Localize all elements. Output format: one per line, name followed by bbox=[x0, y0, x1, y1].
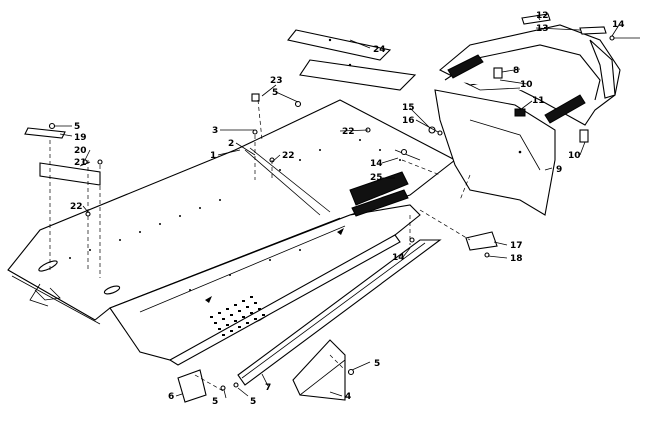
callout-11: 11 bbox=[532, 96, 545, 106]
callout-23: 23 bbox=[270, 76, 283, 86]
taillight-part bbox=[349, 148, 421, 217]
callout-13: 13 bbox=[536, 24, 549, 34]
callout-14: 14 bbox=[392, 253, 405, 263]
assembly-lines bbox=[49, 99, 471, 393]
plate-6 bbox=[177, 369, 207, 403]
callout-15: 15 bbox=[402, 103, 415, 113]
callout-5: 5 bbox=[374, 359, 380, 369]
deck-rivets bbox=[69, 139, 401, 291]
callout-21: 21 bbox=[74, 158, 87, 168]
callout-4: 4 bbox=[345, 392, 351, 402]
leader-lines bbox=[55, 14, 620, 399]
wear-strip-7 bbox=[237, 239, 442, 386]
callout-5: 5 bbox=[212, 397, 218, 407]
rear-bumper-part bbox=[439, 13, 640, 126]
callout-9: 9 bbox=[556, 165, 562, 175]
callout-3: 3 bbox=[212, 126, 218, 136]
bracket-4-part bbox=[292, 339, 346, 401]
callout-16: 16 bbox=[402, 116, 415, 126]
rear-flap-part bbox=[434, 89, 556, 216]
tunnel-assembly bbox=[7, 99, 457, 366]
snow-flap-part bbox=[287, 29, 417, 91]
callout-5: 5 bbox=[250, 397, 256, 407]
callout-14: 14 bbox=[370, 159, 383, 169]
callout-24: 24 bbox=[373, 45, 386, 55]
callout-2: 2 bbox=[228, 139, 234, 149]
bracket-10b bbox=[579, 129, 589, 143]
callout-labels: 12 13 14 24 8 10 23 5 15 16 11 3 22 2 5 … bbox=[70, 11, 625, 407]
callout-5: 5 bbox=[74, 122, 80, 132]
bracket-10a bbox=[493, 67, 503, 79]
callout-22: 22 bbox=[282, 151, 295, 161]
bracket-21 bbox=[39, 162, 101, 186]
callout-18: 18 bbox=[510, 254, 523, 264]
bracket-19 bbox=[24, 127, 66, 139]
callout-10: 10 bbox=[568, 151, 581, 161]
callout-14: 14 bbox=[612, 20, 625, 30]
callout-22: 22 bbox=[70, 202, 83, 212]
clip-11 bbox=[514, 108, 526, 117]
callout-8: 8 bbox=[513, 66, 519, 76]
vent-pattern bbox=[210, 296, 265, 336]
fasteners bbox=[48, 100, 490, 391]
callout-22: 22 bbox=[342, 127, 355, 137]
callout-7: 7 bbox=[265, 383, 271, 393]
callout-6: 6 bbox=[168, 392, 174, 402]
bracket-17 bbox=[465, 231, 498, 251]
callout-10: 10 bbox=[520, 80, 533, 90]
callout-17: 17 bbox=[510, 241, 523, 251]
callout-12: 12 bbox=[536, 11, 549, 21]
callout-25: 25 bbox=[370, 173, 383, 183]
callout-5: 5 bbox=[272, 88, 278, 98]
callout-1: 1 bbox=[210, 151, 216, 161]
label-23 bbox=[251, 93, 260, 102]
callout-19: 19 bbox=[74, 133, 87, 143]
callout-20: 20 bbox=[74, 146, 87, 156]
